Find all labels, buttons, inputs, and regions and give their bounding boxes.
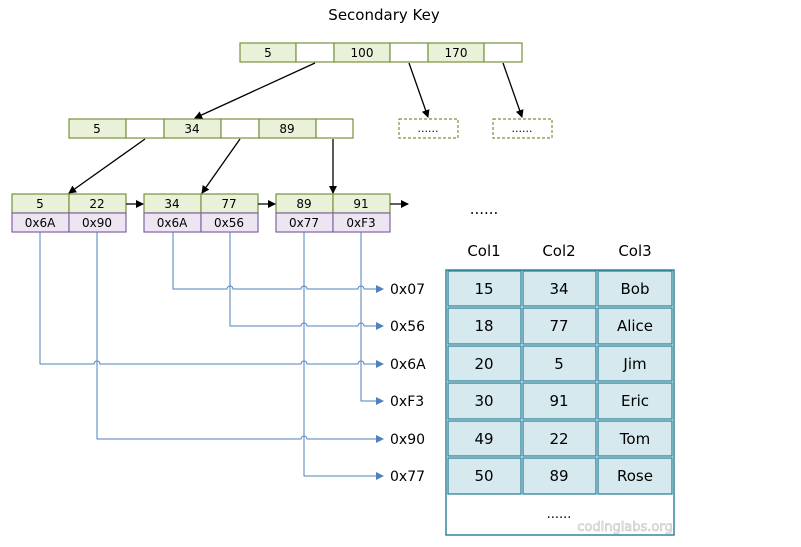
table-cell-value: 91 (549, 392, 568, 410)
pointer-line (360, 232, 384, 405)
table-cell (522, 457, 597, 495)
pointer-line (96, 232, 384, 443)
pointer-line (172, 232, 384, 293)
table-cell (447, 270, 522, 307)
level2-key-label: 34 (184, 122, 199, 136)
level2-pointer-cell (315, 118, 354, 139)
leaf-node (11, 193, 127, 233)
table-cell-value: 49 (474, 430, 493, 448)
pointer-lines (39, 232, 384, 480)
row-address-label: 0x6A (390, 357, 426, 373)
table-header: Col2 (542, 242, 575, 260)
table-cell (522, 345, 597, 382)
table-cell (447, 382, 522, 420)
root-key-label: 5 (264, 46, 272, 60)
diagram-title: Secondary Key (328, 6, 440, 24)
leaf-pointer-label: 0x6A (157, 216, 188, 230)
table-cell-value: Jim (622, 355, 646, 373)
table-cell-value: 30 (474, 392, 493, 410)
row-address-label: 0xF3 (390, 394, 424, 410)
tree-arrows (68, 62, 524, 208)
table-cell-value: 20 (474, 355, 493, 373)
tree-arrow (201, 138, 241, 194)
leaf-pointer-label: 0x90 (82, 216, 112, 230)
table-cell-value: Tom (619, 430, 650, 448)
data-table (445, 269, 675, 536)
pointer-line (303, 232, 384, 480)
tree-arrow (68, 138, 146, 194)
leaf-key-label: 77 (221, 197, 236, 211)
row-address-label: 0x90 (390, 432, 425, 448)
pointer-line (229, 232, 384, 330)
table-cell-value: 18 (474, 317, 493, 335)
table-ellipsis: ...... (547, 507, 572, 522)
table-cell (522, 307, 597, 345)
table-cell-value: Rose (617, 467, 653, 485)
level2-key-label: 89 (279, 122, 294, 136)
placeholder-node (398, 118, 459, 139)
table-cell-value: 22 (549, 430, 568, 448)
table-cell (597, 345, 673, 382)
level2-pointer-cell (220, 118, 260, 139)
table-cell-value: 5 (554, 355, 564, 373)
placeholder-node-label: ...... (418, 122, 439, 135)
table-cell (597, 420, 673, 457)
leaf-key-label: 89 (296, 197, 311, 211)
table-cell (447, 307, 522, 345)
table-cell-value: 50 (474, 467, 493, 485)
leaf-key-label: 22 (89, 197, 104, 211)
table-cell (522, 270, 597, 307)
table-cell-value: 34 (549, 280, 568, 298)
root-pointer-cell (295, 42, 335, 63)
table-cell-value: Eric (621, 392, 649, 410)
leaf-pointer-label: 0x6A (25, 216, 56, 230)
table-cell-value: 15 (474, 280, 493, 298)
root-pointer-cell (389, 42, 429, 63)
table-cell (597, 457, 673, 495)
row-address-label: 0x77 (390, 469, 425, 485)
root-key-label: 100 (351, 46, 374, 60)
placeholder-node (492, 118, 553, 139)
table-cell (447, 420, 522, 457)
row-address-label: 0x07 (390, 282, 425, 298)
table-header: Col3 (618, 242, 651, 260)
leaf-key-label: 5 (36, 197, 44, 211)
pointer-line (39, 232, 384, 368)
row-address-label: 0x56 (390, 319, 425, 335)
leaf-pointer-label: 0x77 (289, 216, 319, 230)
tree-arrow (502, 62, 524, 118)
leaf-node (275, 193, 391, 233)
table-cell (522, 382, 597, 420)
table-cell (447, 457, 522, 495)
leaf-pointer-label: 0x56 (214, 216, 244, 230)
leaf-node (143, 193, 259, 233)
table-cell (597, 307, 673, 345)
root-node (239, 42, 523, 63)
table-cell (522, 420, 597, 457)
table-cell (597, 270, 673, 307)
leaf-key-label: 91 (353, 197, 368, 211)
tree-arrow (408, 62, 430, 118)
table-cell-value: Alice (617, 317, 653, 335)
tree-arrow (194, 62, 316, 119)
level2-key-label: 5 (93, 122, 101, 136)
placeholder-node-label: ...... (512, 122, 533, 135)
leaf-ellipsis: ...... (470, 200, 499, 218)
leaf-pointer-label: 0xF3 (346, 216, 375, 230)
table-cell-value: Bob (621, 280, 650, 298)
table-cell (597, 382, 673, 420)
level2-pointer-cell (125, 118, 165, 139)
root-key-label: 170 (445, 46, 468, 60)
leaf-key-label: 34 (164, 197, 179, 211)
table-header: Col1 (467, 242, 500, 260)
table-cell-value: 77 (549, 317, 568, 335)
table-cell (447, 345, 522, 382)
root-pointer-cell (483, 42, 523, 63)
watermark: codinglabs.org (577, 520, 673, 535)
level2-node (68, 118, 354, 139)
table-cell-value: 89 (549, 467, 568, 485)
